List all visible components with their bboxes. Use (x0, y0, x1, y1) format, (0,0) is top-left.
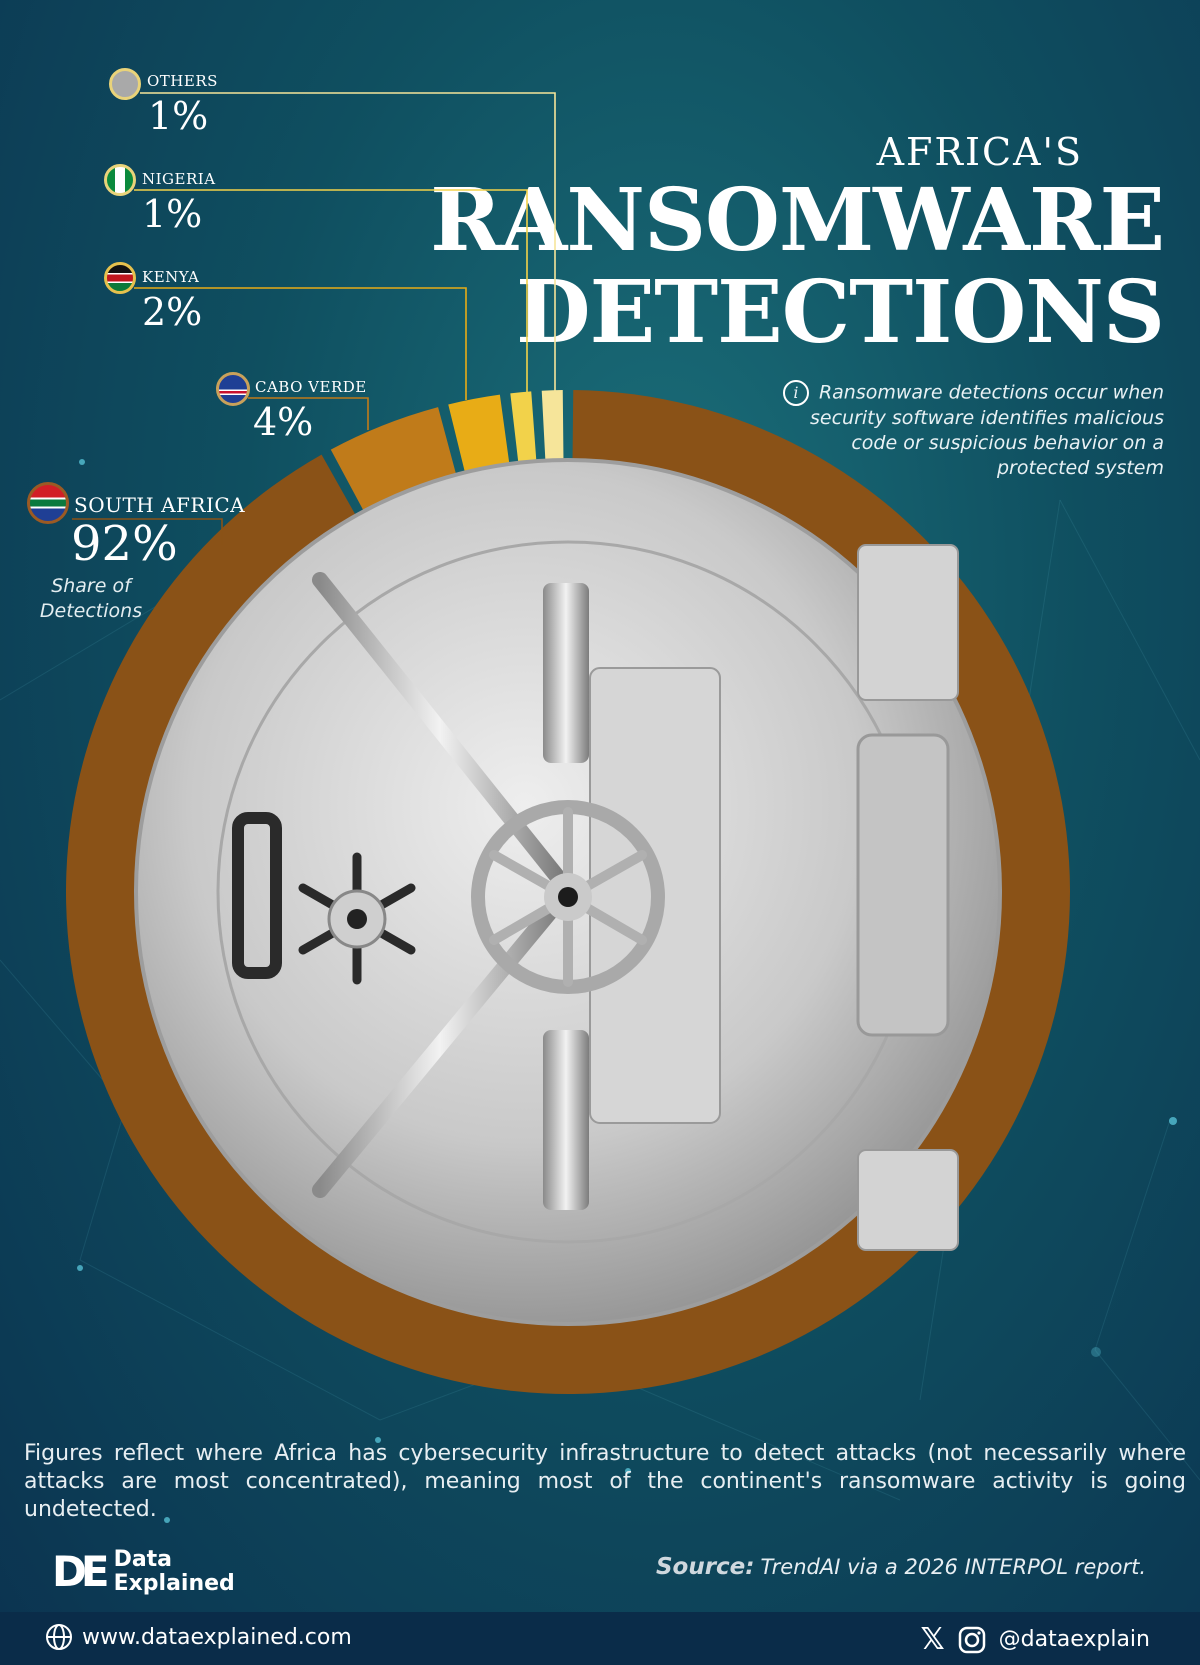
footer-bar (0, 1612, 1200, 1665)
vault-top-pin (543, 583, 589, 763)
title-line-2: DETECTIONS (516, 262, 1165, 363)
label-kenya: KENYA (142, 268, 200, 286)
label-south-africa: SOUTH AFRICA (74, 493, 246, 517)
page-title: RANSOMWARE DETECTIONS (430, 170, 1165, 363)
donut-slice-cabo-verde (330, 407, 457, 514)
brand-logo[interactable]: DE Data Explained (52, 1547, 235, 1596)
info-icon: i (782, 380, 809, 406)
vault-hinge-top (857, 544, 959, 701)
source-label: Source: (655, 1554, 755, 1580)
instagram-icon[interactable] (957, 1625, 987, 1655)
value-south-africa: 92% (71, 516, 178, 572)
social-handle: @dataexplain (998, 1627, 1150, 1652)
source-text: TrendAI via a 2026 INTERPOL report. (760, 1555, 1146, 1579)
donut-slice-nigeria (510, 391, 537, 465)
label-nigeria: NIGERIA (142, 170, 216, 188)
vault-handle (232, 812, 282, 979)
label-cabo-verde: CABO VERDE (255, 378, 367, 396)
website-text: www.dataexplained.com (82, 1624, 352, 1650)
vault-hinge-bottom (857, 1149, 959, 1251)
vault-bolt-upper (312, 572, 568, 888)
website-link[interactable]: www.dataexplained.com (44, 1622, 352, 1652)
vault-hinge-plate (856, 733, 950, 1037)
x-icon[interactable]: 𝕏 (920, 1622, 945, 1657)
footnote-line-2: attacks are most concentrated), meaning … (24, 1469, 1186, 1522)
title-small: AFRICA'S (876, 130, 1083, 174)
title-line-1: RANSOMWARE (430, 170, 1165, 271)
share-annotation: Share of Detections (39, 575, 143, 622)
value-cabo-verde: 4% (253, 400, 314, 444)
value-others: 1% (148, 94, 209, 138)
value-nigeria: 1% (142, 192, 203, 236)
brand-mark-icon: DE (52, 1547, 110, 1596)
others-flag-icon (109, 68, 141, 100)
south-africa-flag-icon (27, 482, 69, 524)
source-note: Source:TrendAI via a 2026 INTERPOL repor… (656, 1554, 1146, 1580)
label-others: OTHERS (147, 72, 218, 90)
info-note: i Ransomware detections occur when secur… (764, 380, 1164, 481)
vault-door (134, 458, 1002, 1326)
vault-bolt-lower (312, 892, 568, 1198)
footnote: Figures reflect where Africa has cyberse… (24, 1440, 1186, 1524)
social-links[interactable]: 𝕏 @dataexplain (920, 1622, 1150, 1657)
vault-bottom-pin (543, 1030, 589, 1210)
globe-icon (46, 1624, 72, 1650)
value-kenya: 2% (142, 290, 203, 334)
nigeria-flag-icon (104, 164, 136, 196)
donut-slice-others (541, 390, 564, 463)
footnote-line-1: Figures reflect where Africa has cyberse… (24, 1441, 1186, 1466)
cabo-verde-flag-icon (216, 372, 250, 406)
brand-name: Data Explained (113, 1546, 235, 1596)
info-text: Ransomware detections occur when securit… (810, 381, 1164, 480)
donut-slice-kenya (448, 394, 510, 475)
kenya-flag-icon (104, 262, 136, 294)
